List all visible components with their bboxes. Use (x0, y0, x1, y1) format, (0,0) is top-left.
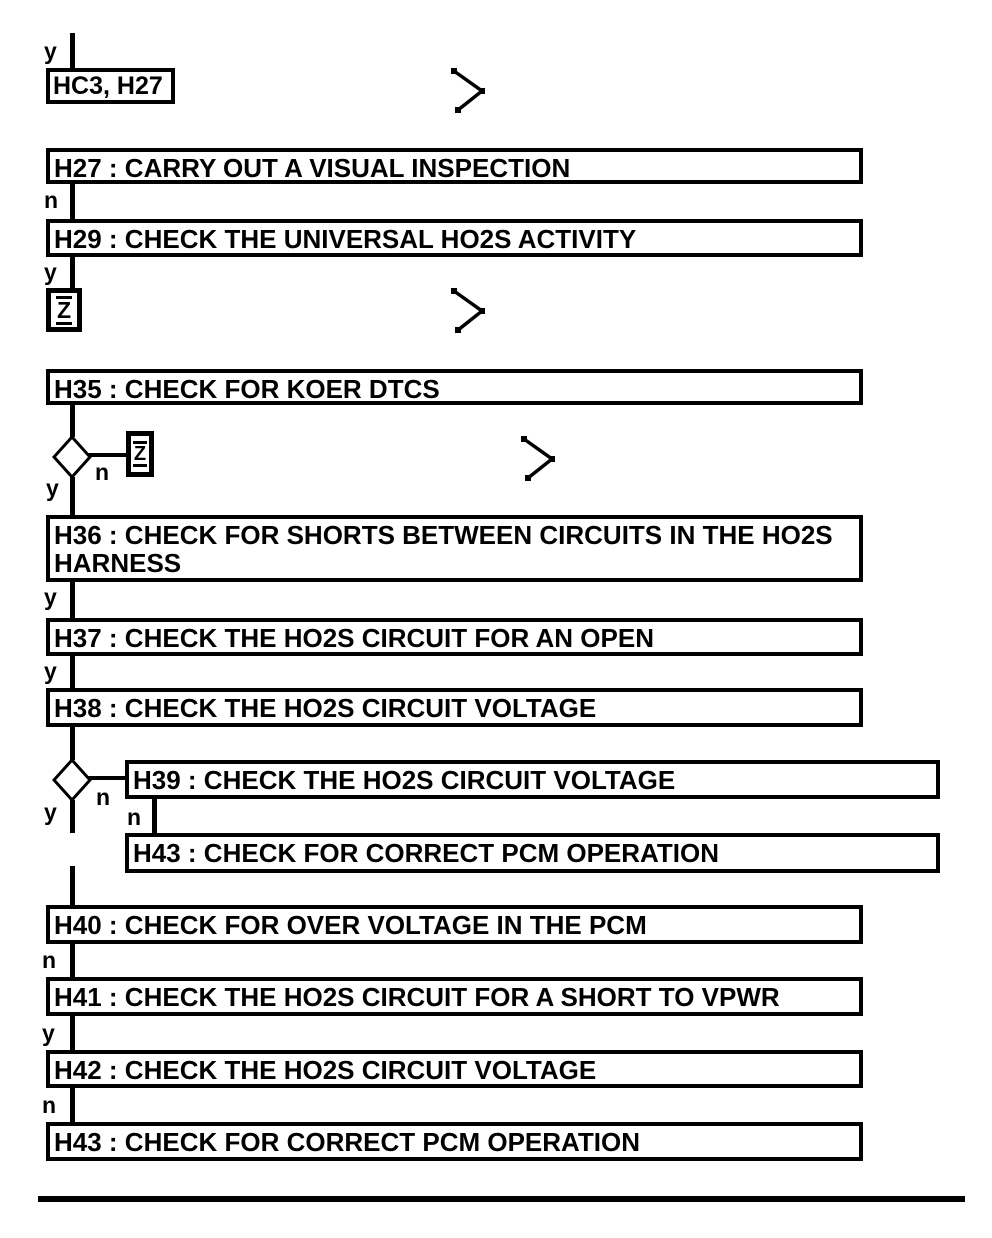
flow-box-h42: H42 : CHECK THE HO2S CIRCUIT VOLTAGE (46, 1050, 863, 1088)
branch-label: n (95, 459, 110, 485)
branch-label: y (42, 1020, 55, 1046)
branch-label: y (44, 799, 57, 825)
branch-label: y (44, 584, 57, 610)
flow-box-h39: H39 : CHECK THE HO2S CIRCUIT VOLTAGE (125, 760, 940, 799)
flow-line (70, 184, 75, 219)
z-connector-label: Z (132, 441, 148, 467)
chevron-right-icon (451, 288, 485, 333)
branch-label: n (42, 1092, 57, 1118)
flow-box-h43-upper: H43 : CHECK FOR CORRECT PCM OPERATION (125, 833, 940, 873)
flow-box-h43-lower: H43 : CHECK FOR CORRECT PCM OPERATION (46, 1122, 863, 1161)
chevron-right-icon (521, 436, 555, 481)
flow-line (70, 405, 75, 437)
branch-label: n (42, 947, 57, 973)
flow-box-h40: H40 : CHECK FOR OVER VOLTAGE IN THE PCM (46, 905, 863, 944)
flow-line (70, 727, 75, 760)
chevron-right-icon (451, 68, 485, 113)
decision-diamond-icon (52, 758, 92, 802)
flow-line (70, 1016, 75, 1050)
branch-label: y (44, 38, 57, 64)
flow-box-h27: H27 : CARRY OUT A VISUAL INSPECTION (46, 148, 863, 184)
branch-label: n (127, 804, 142, 830)
branch-label: n (96, 784, 111, 810)
flow-box-start: HC3, H27 (46, 68, 175, 104)
flow-line (70, 1088, 75, 1122)
flow-line (70, 582, 75, 618)
flow-line (70, 800, 75, 833)
branch-label: y (44, 658, 57, 684)
z-connector-label: Z (55, 295, 73, 325)
flow-line (70, 656, 75, 688)
flow-line (70, 257, 75, 288)
flow-box-h37: H37 : CHECK THE HO2S CIRCUIT FOR AN OPEN (46, 618, 863, 656)
z-connector: Z (126, 431, 154, 477)
flow-box-h38: H38 : CHECK THE HO2S CIRCUIT VOLTAGE (46, 688, 863, 727)
flow-line (70, 944, 75, 977)
branch-label: y (46, 475, 59, 501)
flow-line (88, 776, 125, 780)
flow-box-h35: H35 : CHECK FOR KOER DTCS (46, 369, 863, 405)
flow-line (70, 866, 75, 905)
flow-line (70, 477, 75, 515)
z-connector: Z (46, 288, 82, 332)
flow-box-h29: H29 : CHECK THE UNIVERSAL HO2S ACTIVITY (46, 219, 863, 257)
flow-line (88, 453, 128, 457)
decision-diamond-icon (52, 435, 92, 479)
branch-label: y (44, 259, 57, 285)
flow-line (152, 799, 157, 833)
branch-label: n (44, 187, 59, 213)
flow-box-h36: H36 : CHECK FOR SHORTS BETWEEN CIRCUITS … (46, 515, 863, 582)
flow-box-h41: H41 : CHECK THE HO2S CIRCUIT FOR A SHORT… (46, 977, 863, 1016)
flow-line (70, 33, 75, 68)
bottom-divider (38, 1196, 965, 1202)
